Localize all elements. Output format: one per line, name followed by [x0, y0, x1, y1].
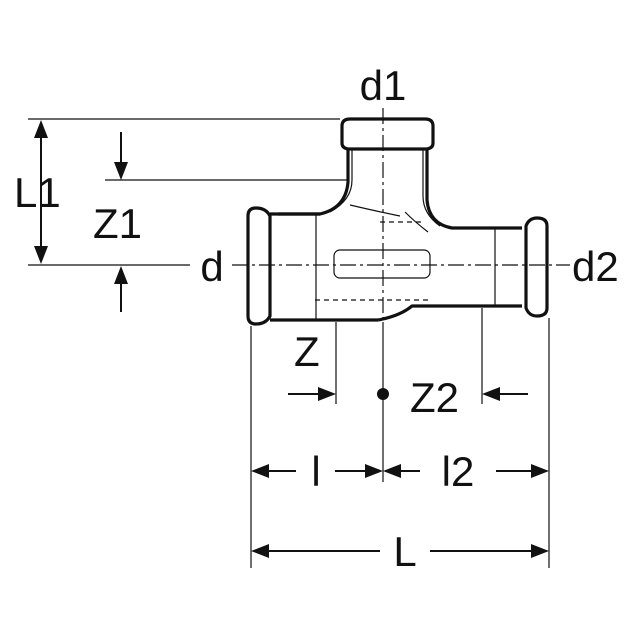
internal-details: [315, 150, 496, 320]
left-socket: [246, 206, 272, 326]
branch-wall-left: [278, 149, 350, 216]
vertical-dimensions: [28, 118, 348, 312]
label-l2: l2: [442, 448, 475, 495]
L1-arrow-top: [34, 120, 48, 138]
l2-arrow-left: [383, 464, 401, 478]
Z1-arrow-bottom: [114, 266, 128, 284]
label-L: L: [393, 528, 416, 575]
label-d2: d2: [572, 243, 619, 290]
branch-socket: [340, 117, 435, 151]
horizontal-dimensions: [250, 308, 550, 568]
l2-arrow-right: [531, 464, 549, 478]
center-lines: [232, 108, 570, 482]
branch-wall-right: [425, 149, 522, 230]
label-Z1: Z1: [93, 200, 142, 247]
L-arrow-left: [251, 544, 269, 558]
fitting-body: [246, 117, 549, 326]
l-arrow-right: [365, 464, 383, 478]
label-l: l: [311, 448, 320, 495]
label-d1: d1: [360, 62, 407, 109]
Z1-arrow-top: [114, 162, 128, 180]
right-wall-bottom: [377, 304, 522, 322]
L1-arrow-bottom: [34, 246, 48, 264]
l-arrow-left: [251, 464, 269, 478]
center-point: [377, 388, 389, 400]
Z-arrow: [318, 387, 336, 401]
label-Z2: Z2: [410, 374, 459, 421]
label-d: d: [200, 243, 223, 290]
label-L1: L1: [14, 169, 61, 216]
L-arrow-right: [531, 544, 549, 558]
label-Z: Z: [294, 328, 320, 375]
dimension-labels: d1 d d2 L1 Z1 Z Z2 l l2 L: [14, 62, 619, 575]
Z2-arrow: [482, 387, 500, 401]
right-socket: [524, 216, 549, 318]
